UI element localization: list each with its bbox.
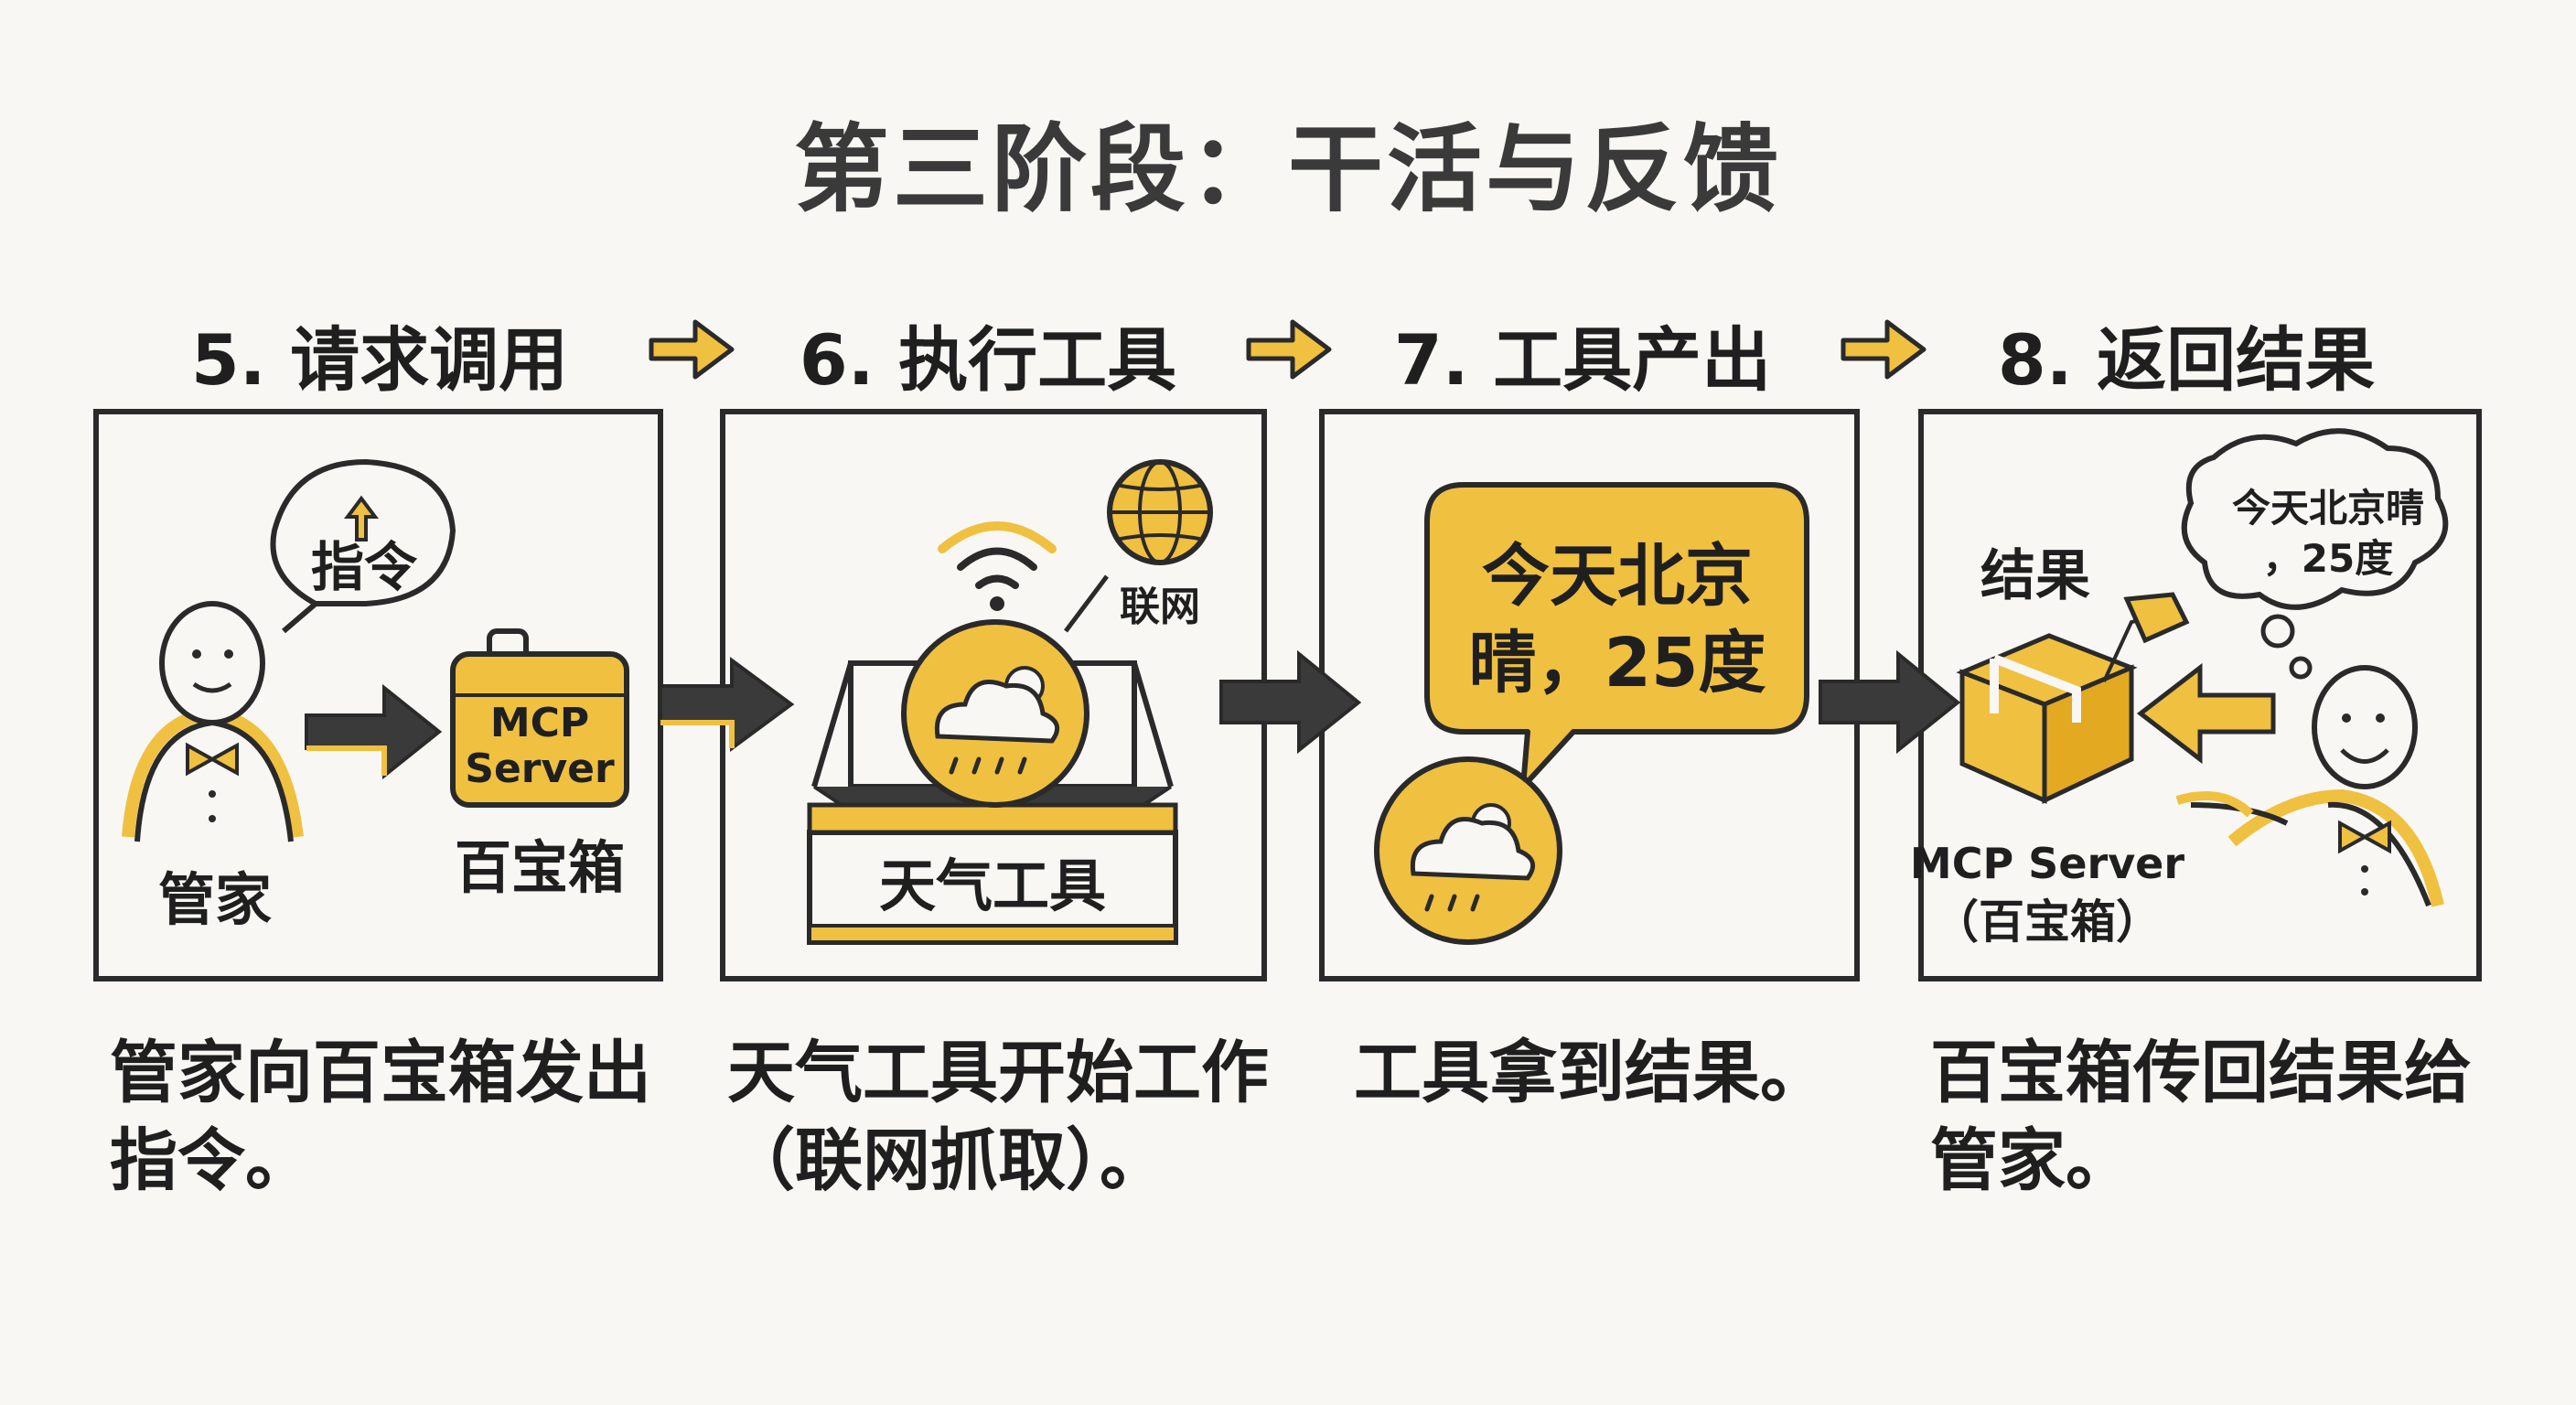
step-6-caption: 天气工具开始工作 （联网抓取）。 — [727, 1034, 1269, 1200]
thought-line-1: 今天北京晴 — [2232, 486, 2424, 531]
header-arrow-icon — [1841, 319, 1927, 380]
speech-bubble-icon — [270, 459, 456, 634]
server-label: Server — [465, 745, 615, 792]
step-5-heading: 5. 请求调用 — [190, 319, 569, 401]
result-line-1: 今天北京 — [1482, 537, 1753, 616]
arrow-right-icon — [1219, 649, 1362, 755]
step-6-heading: 6. 执行工具 — [799, 319, 1177, 401]
network-label: 联网 — [1120, 584, 1200, 630]
box-label: 百宝箱 — [455, 834, 625, 901]
mcp-label: MCP — [490, 700, 589, 746]
header-arrow-icon — [1246, 319, 1332, 380]
butler-figure — [122, 601, 304, 842]
server-label: MCP Server — [1910, 839, 2184, 888]
weather-cloud-icon — [1374, 756, 1562, 945]
page-title: 第三阶段：干活与反馈 — [793, 113, 1782, 225]
thought-bubble-icon — [2181, 428, 2449, 680]
package-icon — [1956, 592, 2190, 804]
arrow-right-icon — [305, 683, 443, 780]
thought-line-2: ，25度 — [2263, 536, 2393, 581]
step-7-caption: 工具拿到结果。 — [1354, 1034, 1828, 1112]
result-speech-bubble — [1424, 482, 1809, 789]
butler-label: 管家 — [158, 866, 272, 933]
butler-figure — [2175, 665, 2444, 907]
weather-cloud-icon — [901, 619, 1089, 808]
briefcase-icon — [450, 628, 629, 808]
step-7-heading: 7. 工具产出 — [1393, 319, 1772, 401]
result-label: 结果 — [1980, 544, 2090, 608]
wifi-icon — [938, 521, 1057, 611]
step-8-caption: 百宝箱传回结果给 管家。 — [1930, 1034, 2472, 1200]
header-arrow-icon — [649, 319, 735, 380]
step-5-caption: 管家向百宝箱发出 指令。 — [110, 1034, 651, 1200]
arrow-right-icon — [659, 657, 795, 752]
step-8-heading: 8. 返回结果 — [1997, 319, 2376, 401]
box-label: （百宝箱） — [1933, 896, 2162, 949]
arrow-right-icon — [1819, 649, 1961, 755]
tool-label: 天气工具 — [879, 853, 1106, 919]
globe-icon — [1064, 459, 1213, 633]
bubble-label: 指令 — [311, 536, 418, 598]
arrow-left-icon — [2136, 662, 2276, 765]
result-line-2: 晴，25度 — [1469, 624, 1766, 702]
